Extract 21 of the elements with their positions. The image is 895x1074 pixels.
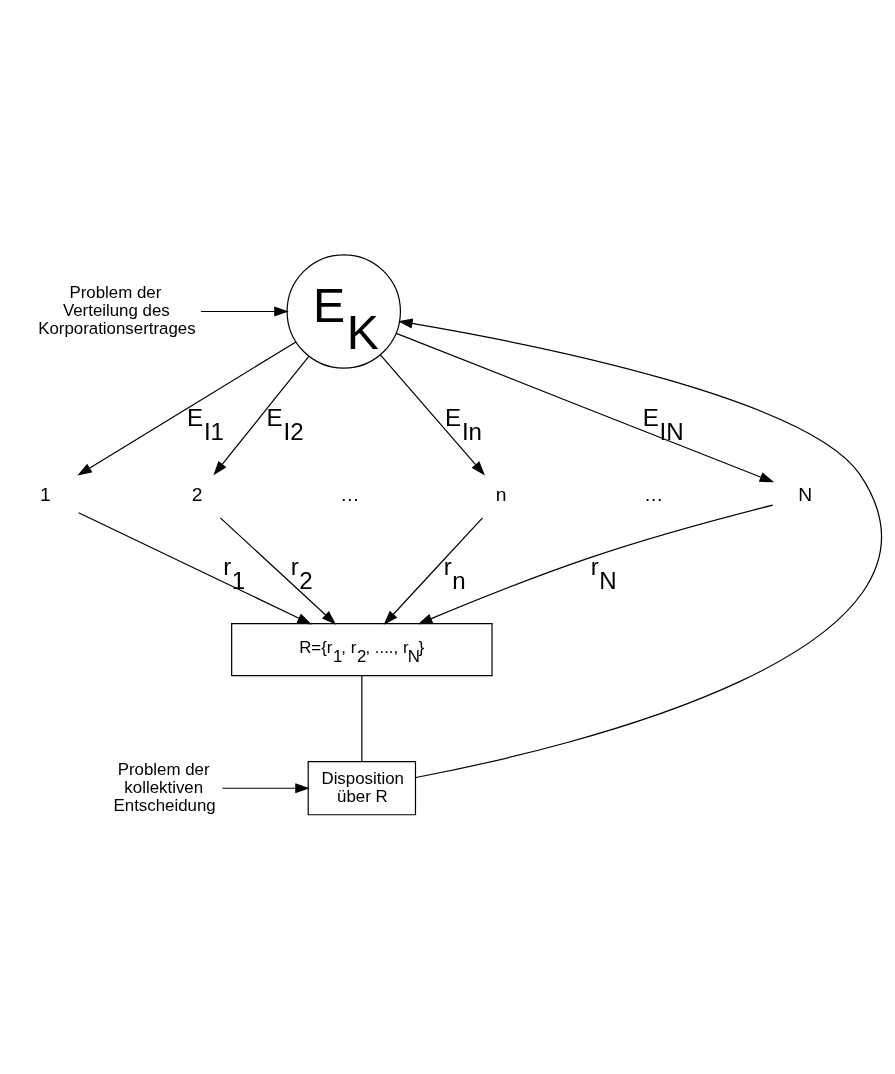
node-text: 1 xyxy=(39,482,51,504)
arrow xyxy=(417,504,774,624)
arrow xyxy=(213,355,310,475)
arrow xyxy=(78,511,312,624)
node-text: n xyxy=(495,482,507,504)
arrow xyxy=(383,516,484,625)
arrow xyxy=(200,305,289,317)
node-text: 2 xyxy=(191,482,203,504)
connector xyxy=(361,674,363,762)
node-text: N xyxy=(798,482,813,504)
arrow xyxy=(221,782,310,793)
node-text: Problem der kollektiven Entscheidung xyxy=(113,759,216,815)
arrow xyxy=(219,516,337,625)
node-text: Problem der Verteilung des Korporationsertrages xyxy=(38,282,196,338)
node-box: Disposition über R xyxy=(307,760,417,815)
label: … xyxy=(340,482,360,504)
arrow xyxy=(379,353,485,475)
label: … xyxy=(643,482,664,504)
arrow xyxy=(398,318,880,778)
arrow xyxy=(77,340,297,475)
arrow xyxy=(395,332,775,482)
